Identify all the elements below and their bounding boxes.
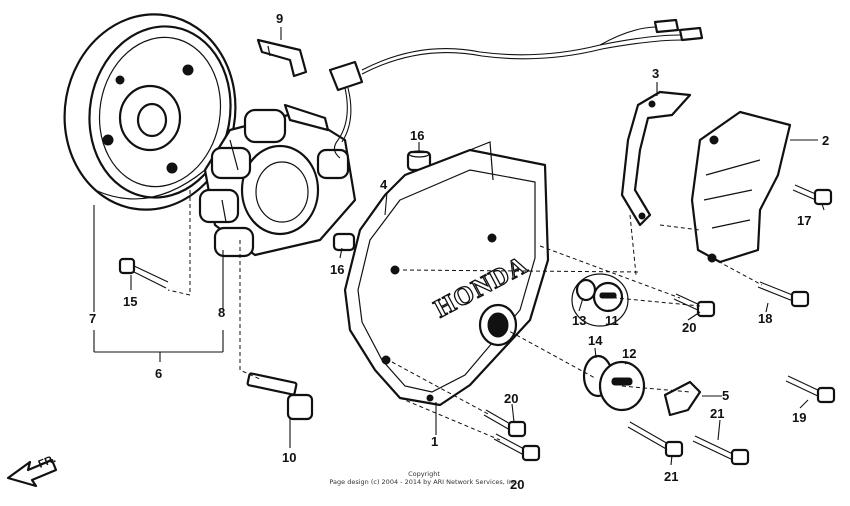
callout-21-right: 21 xyxy=(710,406,724,421)
callout-3: 3 xyxy=(652,66,659,81)
leader-lines xyxy=(93,27,825,466)
callout-12: 12 xyxy=(622,346,636,361)
callout-8: 8 xyxy=(218,305,225,320)
bolt-20-middle xyxy=(483,409,527,438)
callout-14: 14 xyxy=(588,333,603,348)
copyright-line-1: Copyright xyxy=(408,470,440,478)
callout-9: 9 xyxy=(276,11,283,26)
callout-2: 2 xyxy=(822,133,829,148)
callout-1: 1 xyxy=(431,434,438,449)
cable-clamp xyxy=(663,380,702,417)
bolt-15 xyxy=(118,257,169,289)
bolt-10 xyxy=(246,372,314,421)
wire-harness xyxy=(328,18,704,159)
sprocket-cover xyxy=(690,110,792,264)
callout-11: 11 xyxy=(605,313,619,328)
callout-13: 13 xyxy=(572,313,586,328)
callout-labels: 9 3 2 16 4 17 16 15 8 7 18 13 11 20 14 1… xyxy=(89,11,829,492)
bolt-19 xyxy=(785,375,836,404)
dowel-pin-lower xyxy=(332,232,356,252)
front-arrow-icon: FR. xyxy=(6,453,58,488)
callout-5: 5 xyxy=(722,388,729,403)
bolt-21-left xyxy=(627,421,684,458)
left-crankcase-cover: HONDA xyxy=(343,141,629,407)
callout-20-lower: 20 xyxy=(510,477,524,492)
bolt-17 xyxy=(792,184,833,206)
callout-20-upper: 20 xyxy=(682,320,696,335)
callout-18: 18 xyxy=(758,311,772,326)
flywheel-rotor xyxy=(63,13,237,211)
callout-16-lower: 16 xyxy=(330,262,344,277)
callout-6: 6 xyxy=(155,366,162,381)
wire-clamp xyxy=(256,38,308,78)
clip-bracket xyxy=(620,90,692,227)
callout-21-left: 21 xyxy=(664,469,678,484)
callout-19: 19 xyxy=(792,410,806,425)
copyright-line-2: Page design (c) 2004 - 2014 by ARI Netwo… xyxy=(329,478,518,486)
callout-16-upper: 16 xyxy=(410,128,424,143)
callout-20-middle: 20 xyxy=(504,391,518,406)
copyright-notice: Copyright Page design (c) 2004 - 2014 by… xyxy=(329,470,518,486)
callout-4: 4 xyxy=(380,177,388,192)
callout-17: 17 xyxy=(797,213,811,228)
callout-10: 10 xyxy=(282,450,296,465)
bolt-20-lower xyxy=(493,433,541,462)
bolt-20-upper xyxy=(673,293,716,318)
bolt-21-right xyxy=(692,435,750,466)
bolt-18 xyxy=(757,281,810,308)
callout-15: 15 xyxy=(123,294,137,309)
o-ring-small xyxy=(575,278,597,302)
callout-7: 7 xyxy=(89,311,96,326)
stator-assembly xyxy=(198,103,357,258)
